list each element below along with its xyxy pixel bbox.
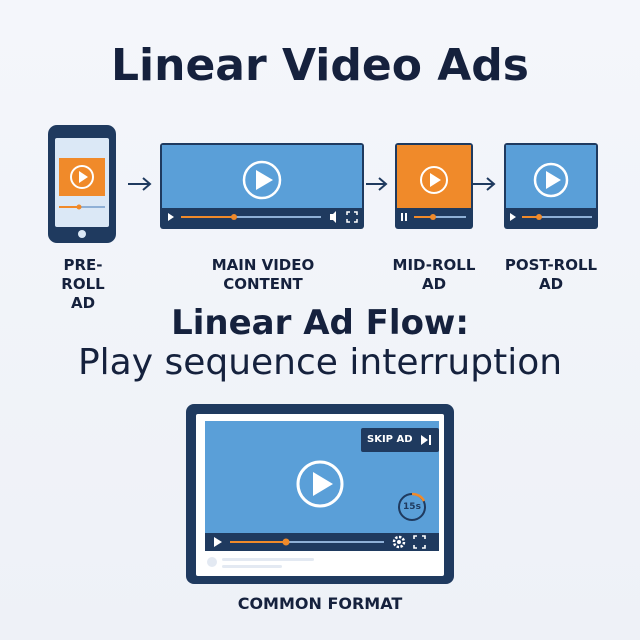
- avatar: [207, 557, 217, 567]
- play-small-icon: [214, 537, 222, 547]
- arrow-icon: [128, 177, 152, 191]
- play-icon: [533, 162, 569, 198]
- page-title: Linear Video Ads: [111, 40, 529, 91]
- post-roll-player: [504, 143, 598, 229]
- skip-icon: [421, 435, 428, 445]
- countdown-label: 15s: [403, 502, 421, 512]
- play-small-icon: [168, 213, 174, 221]
- mid-roll-player: [395, 143, 473, 229]
- play-icon: [242, 160, 282, 200]
- main-video-player: [160, 143, 364, 229]
- play-icon: [70, 165, 94, 189]
- post-roll-label: POST-ROLL AD: [504, 256, 598, 293]
- pause-icon: [401, 213, 407, 221]
- common-format-caption: COMMON FORMAT: [237, 594, 403, 613]
- progress-track: [230, 541, 384, 543]
- flow-description: Play sequence interruption: [77, 342, 563, 383]
- countdown-timer: [398, 492, 426, 521]
- play-small-icon: [510, 213, 516, 221]
- progress-fill: [522, 216, 539, 218]
- play-icon: [296, 460, 344, 508]
- text-line: [222, 565, 282, 568]
- skip-ad-button[interactable]: [361, 428, 439, 452]
- fullscreen-icon: [346, 211, 358, 223]
- progress-fill: [181, 216, 234, 218]
- text-line: [222, 558, 314, 561]
- volume-icon: [330, 211, 336, 223]
- progress-track: [522, 216, 592, 218]
- arrow-icon: [366, 177, 388, 191]
- pre-roll-label: PRE-ROLL AD: [61, 256, 105, 312]
- fullscreen-icon: [413, 535, 426, 549]
- progress-track: [59, 206, 105, 208]
- progress-track: [414, 216, 466, 218]
- main-video-label: MAIN VIDEO CONTENT: [211, 256, 315, 293]
- mid-roll-label: MID-ROLL AD: [392, 256, 476, 293]
- pre-roll-phone: [48, 125, 116, 243]
- progress-fill: [230, 541, 286, 543]
- common-format-player: [186, 404, 454, 584]
- progress-track: [181, 216, 321, 218]
- progress-fill: [59, 206, 79, 208]
- play-icon: [420, 166, 448, 194]
- progress-fill: [414, 216, 433, 218]
- flow-heading: Linear Ad Flow:: [171, 303, 469, 343]
- gear-icon: [392, 535, 406, 549]
- arrow-icon: [473, 177, 496, 191]
- skip-ad-label[interactable]: SKIP AD: [367, 434, 413, 445]
